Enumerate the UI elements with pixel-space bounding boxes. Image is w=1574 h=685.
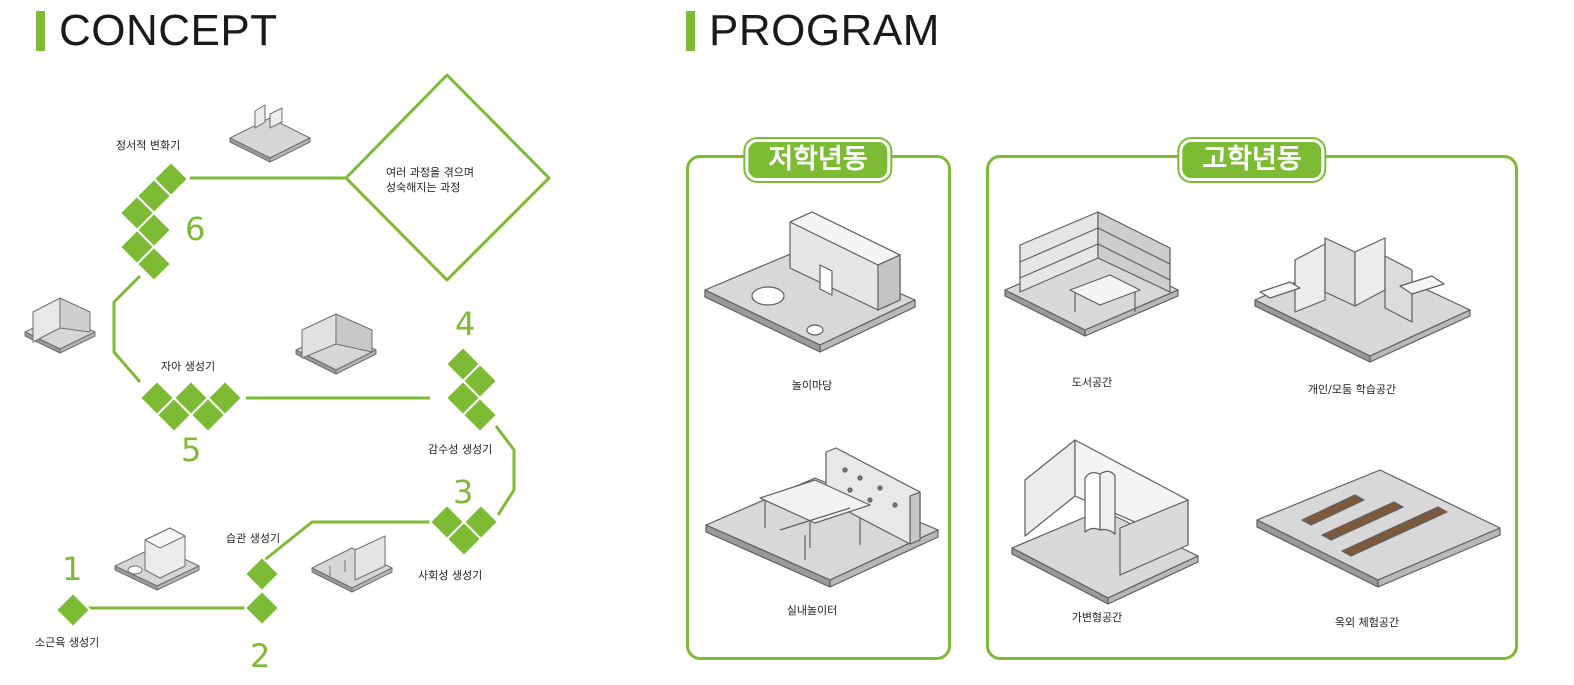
- stage-number: 4: [455, 305, 476, 343]
- stage-label: 습관 생성기: [226, 532, 281, 545]
- model-variable-space-small: [24, 297, 96, 354]
- concept-title: CONCEPT: [36, 6, 278, 56]
- stage-5-diamond: [189, 396, 227, 434]
- lower-grade-tag: 저학년동: [745, 139, 891, 181]
- stage-number: 1: [62, 550, 83, 588]
- stage-number: 5: [181, 431, 202, 469]
- goal-diamond: [344, 73, 551, 282]
- concept-path-diagram: [24, 73, 551, 629]
- stage-5-diamond: [155, 396, 193, 434]
- goal-text: 여러 과정을 겪으며 성숙해지는 과정: [386, 166, 474, 194]
- stage-label: 소근육 생성기: [35, 636, 100, 649]
- path-line: [494, 425, 516, 516]
- space-label: 가변형공간: [1071, 611, 1123, 624]
- model-indoor-playground-small: [311, 535, 393, 593]
- model-variable-space: [1011, 439, 1199, 605]
- title-accent-bar: [686, 11, 695, 51]
- model-study-space-small: [229, 104, 311, 163]
- stage-6-diamond: [135, 245, 173, 283]
- stage-label: 감수성 생성기: [428, 443, 493, 456]
- stage-3-diamond: [445, 520, 483, 558]
- upper-grade-tag: 고학년동: [1179, 139, 1325, 181]
- space-label: 도서공간: [1071, 376, 1113, 389]
- title-accent-bar: [36, 11, 45, 51]
- stage-1-diamond: [54, 591, 92, 629]
- model-study-space: [1254, 237, 1471, 363]
- model-indoor-playground: [705, 447, 939, 588]
- stage-number: 6: [185, 210, 206, 248]
- path-line: [261, 520, 430, 564]
- space-label: 옥외 체험공간: [1334, 616, 1400, 629]
- model-outdoor-space: [1256, 469, 1501, 588]
- model-library: [1004, 211, 1179, 337]
- program-title: PROGRAM: [686, 6, 940, 56]
- stage-label: 자아 생성기: [161, 360, 216, 373]
- stage-label: 정서적 변화기: [116, 139, 181, 152]
- model-library-small: [295, 313, 377, 375]
- stage-label: 사회성 생성기: [418, 569, 483, 582]
- space-label: 개인/모둠 학습공간: [1307, 383, 1397, 396]
- stage-number: 3: [453, 473, 474, 511]
- stage-2-diamond: [243, 589, 281, 627]
- path-line: [112, 274, 142, 383]
- stage-number: 2: [250, 637, 271, 675]
- model-play-yard: [704, 211, 916, 353]
- model-play-yard-small: [114, 527, 200, 591]
- space-label: 놀이마당: [791, 379, 833, 392]
- stage-4-diamond: [461, 396, 499, 434]
- space-label: 실내놀이터: [786, 604, 838, 617]
